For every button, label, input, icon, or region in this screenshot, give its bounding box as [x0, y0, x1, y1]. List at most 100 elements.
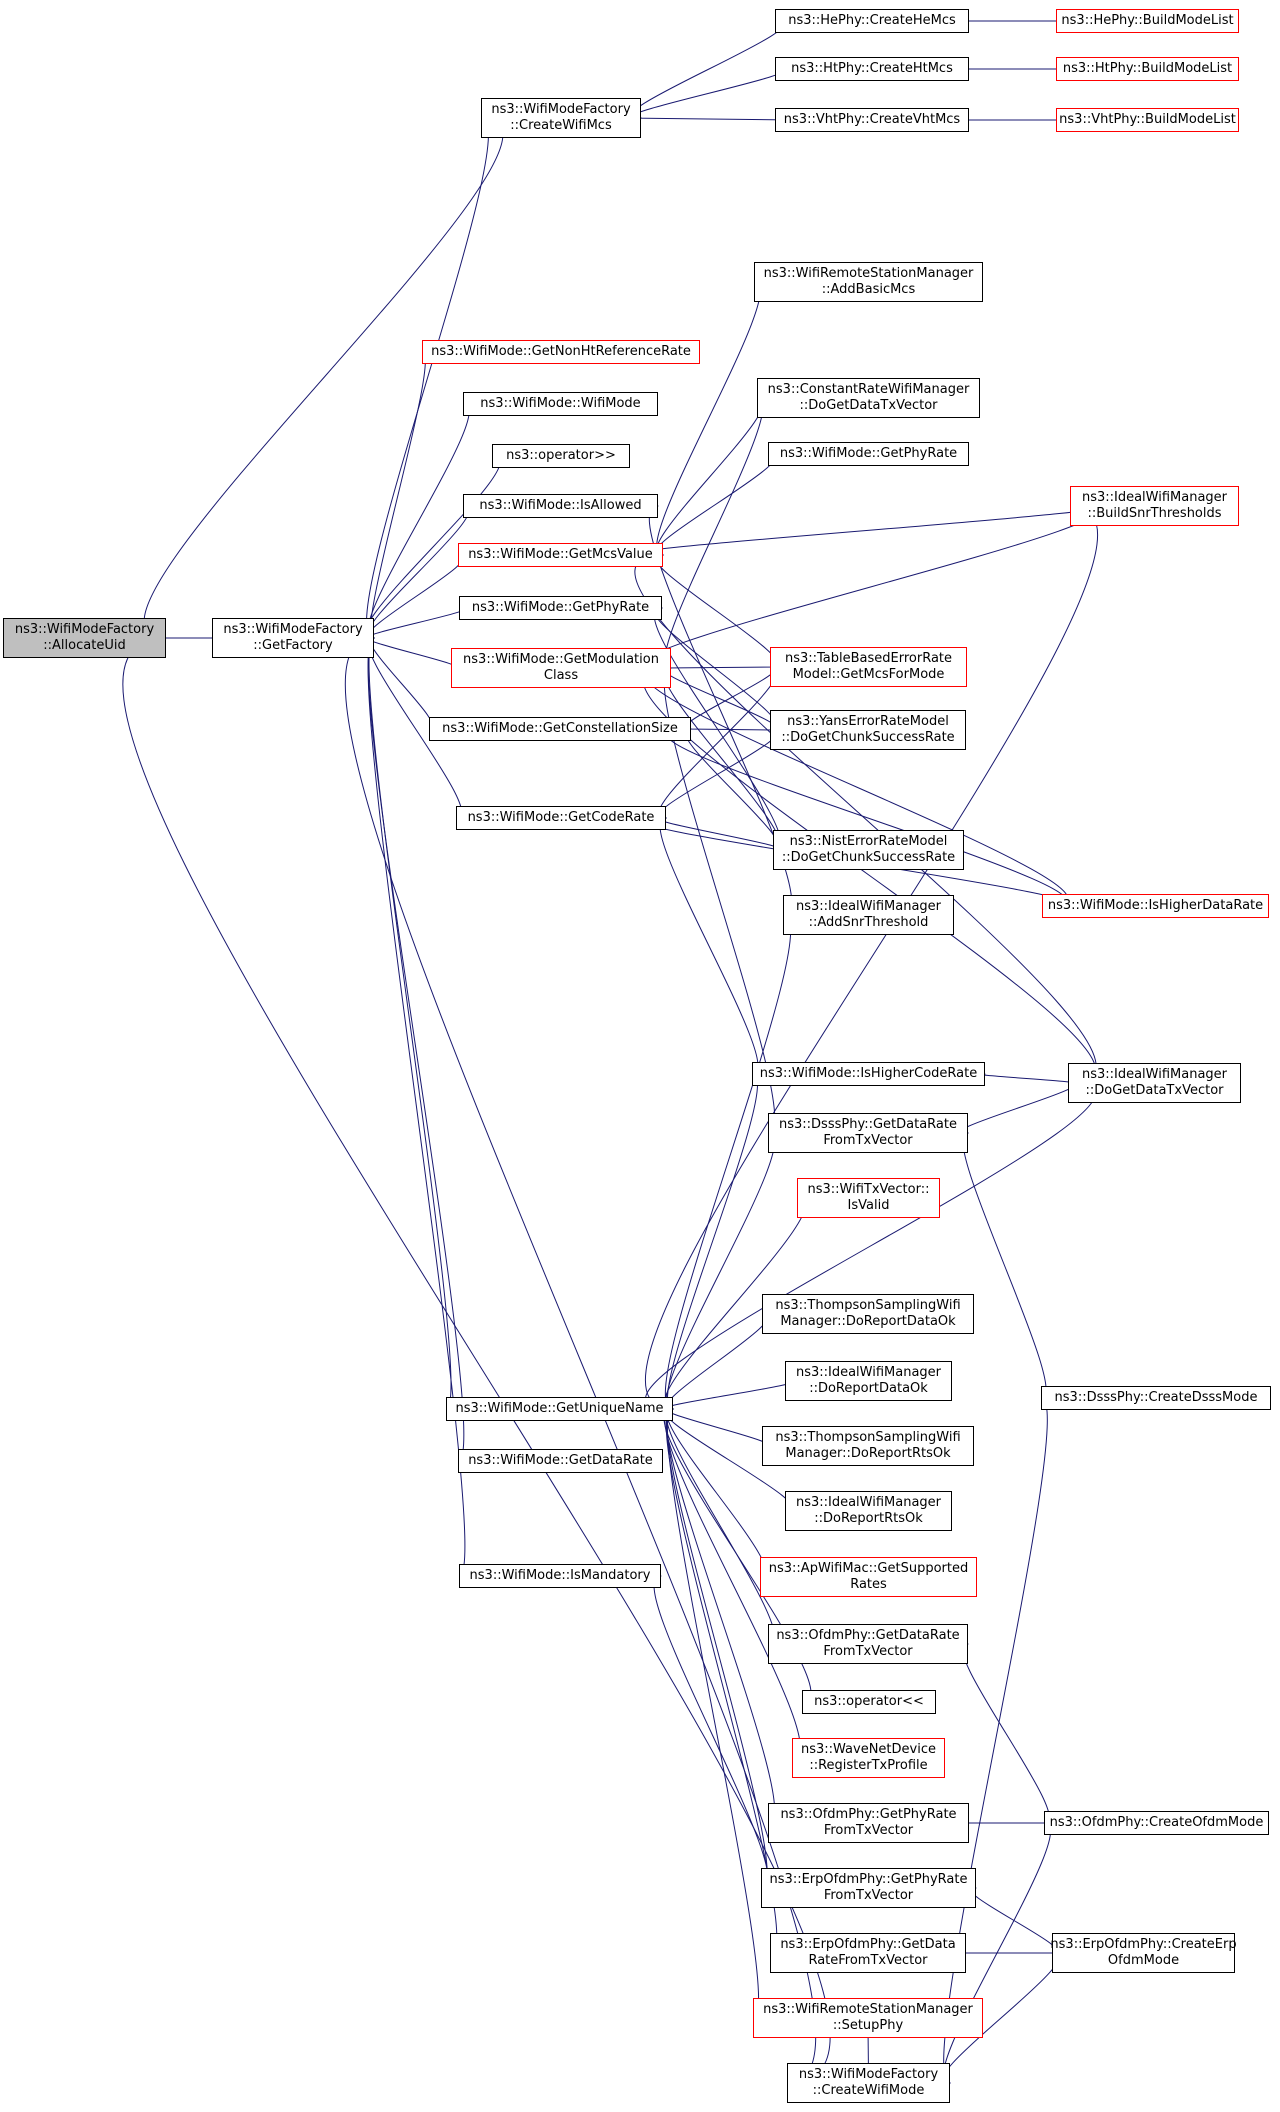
- graph-node-getconst[interactable]: ns3::WifiMode::GetConstellationSize: [429, 717, 691, 741]
- graph-node-tablebased[interactable]: ns3::TableBasedErrorRate Model::GetMcsFo…: [770, 647, 967, 687]
- graph-edge-ishighercoderate-to-getcoderate: [656, 814, 759, 1075]
- graph-node-hephy_build[interactable]: ns3::HePhy::BuildModeList: [1056, 9, 1239, 33]
- graph-node-createerp[interactable]: ns3::ErpOfdmPhy::CreateErp OfdmMode: [1050, 1933, 1237, 1973]
- graph-edge-addbasicmcs-to-getmcsvalue: [653, 281, 761, 559]
- graph-node-label: ns3::HePhy::BuildModeList: [1061, 13, 1234, 28]
- graph-edge-createwifimcs-to-allocate: [143, 117, 504, 642]
- graph-node-label: ns3::WifiMode::GetConstellationSize: [442, 721, 678, 736]
- graph-node-label: ns3::WifiMode::WifiMode: [480, 396, 641, 411]
- graph-node-label: ns3::WifiMode::IsHigherDataRate: [1047, 898, 1264, 913]
- graph-node-label: ns3::WifiRemoteStationManager ::SetupPhy: [763, 2002, 973, 2033]
- graph-node-allocate: ns3::WifiModeFactory ::AllocateUid: [3, 618, 166, 658]
- graph-edge-createwifimcs-to-getfactory: [364, 117, 489, 642]
- graph-node-addsnr[interactable]: ns3::IdealWifiManager ::AddSnrThreshold: [783, 895, 954, 935]
- graph-node-label: ns3::OfdmPhy::GetPhyRate FromTxVector: [780, 1807, 957, 1838]
- graph-node-ismandatory[interactable]: ns3::WifiMode::IsMandatory: [459, 1564, 661, 1588]
- graph-node-label: ns3::HePhy::CreateHeMcs: [788, 13, 956, 28]
- graph-edge-erp_getphyrate-to-ismandatory: [651, 1572, 769, 1889]
- graph-edge-htphy_createhtmcs-to-createwifimcs: [631, 68, 785, 122]
- graph-node-label: ns3::IdealWifiManager ::AddSnrThreshold: [795, 899, 942, 930]
- graph-node-label: ns3::IdealWifiManager ::BuildSnrThreshol…: [1081, 490, 1228, 521]
- graph-edge-ideal_dogetdata-to-ishighercoderate: [975, 1070, 1075, 1084]
- graph-node-txvector_isvalid[interactable]: ns3::WifiTxVector:: IsValid: [797, 1178, 940, 1218]
- graph-node-getuniquename[interactable]: ns3::WifiMode::GetUniqueName: [446, 1397, 673, 1421]
- graph-node-label: ns3::IdealWifiManager ::DoGetDataTxVecto…: [1081, 1067, 1228, 1098]
- graph-node-ideal_dogetdata[interactable]: ns3::IdealWifiManager ::DoGetDataTxVecto…: [1068, 1063, 1241, 1103]
- graph-node-label: ns3::WifiModeFactory ::CreateWifiMcs: [491, 102, 631, 133]
- graph-node-label: ns3::ConstantRateWifiManager ::DoGetData…: [767, 382, 970, 413]
- graph-node-addbasicmcs[interactable]: ns3::WifiRemoteStationManager ::AddBasic…: [754, 262, 983, 302]
- graph-node-getfactory[interactable]: ns3::WifiModeFactory ::GetFactory: [212, 618, 374, 658]
- graph-edge-getdatarate-to-getfactory: [364, 634, 465, 1462]
- graph-node-label: ns3::WifiTxVector:: IsValid: [807, 1182, 930, 1213]
- graph-node-mode_getphyrate2[interactable]: ns3::WifiMode::GetPhyRate: [768, 442, 969, 466]
- graph-node-label: ns3::WifiMode::GetCodeRate: [467, 810, 655, 825]
- graph-edge-erp_getdatarate-to-getuniquename: [663, 1405, 778, 1954]
- graph-node-wifimode[interactable]: ns3::WifiMode::WifiMode: [463, 392, 658, 416]
- graph-edge-nist-to-getcoderate: [656, 814, 781, 851]
- graph-edge-getuniquename-to-getfactory: [364, 634, 452, 1410]
- graph-node-ishigherdatarate[interactable]: ns3::WifiMode::IsHigherDataRate: [1042, 894, 1269, 918]
- graph-node-label: ns3::HtPhy::CreateHtMcs: [791, 61, 953, 76]
- graph-node-htphy_build[interactable]: ns3::HtPhy::BuildModeList: [1056, 57, 1239, 81]
- graph-node-label: ns3::WifiModeFactory ::GetFactory: [223, 622, 363, 653]
- graph-node-label: ns3::ThompsonSamplingWifi Manager::DoRep…: [775, 1298, 961, 1329]
- graph-node-thompson_dataok[interactable]: ns3::ThompsonSamplingWifi Manager::DoRep…: [762, 1294, 974, 1334]
- graph-edge-vhtphy_createvhtmcs-to-createwifimcs: [631, 114, 785, 123]
- graph-node-getmodclass[interactable]: ns3::WifiMode::GetModulation Class: [451, 648, 671, 688]
- graph-node-label: ns3::WifiMode::IsMandatory: [469, 1568, 651, 1583]
- graph-node-buildsnr[interactable]: ns3::IdealWifiManager ::BuildSnrThreshol…: [1070, 486, 1239, 526]
- graph-edge-ishighercoderate-to-getuniquename: [663, 1073, 758, 1413]
- graph-node-wavenet[interactable]: ns3::WaveNetDevice ::RegisterTxProfile: [792, 1738, 945, 1778]
- graph-node-ofdm_getdatarate[interactable]: ns3::OfdmPhy::GetDataRate FromTxVector: [768, 1624, 968, 1664]
- graph-node-label: ns3::DsssPhy::CreateDsssMode: [1054, 1390, 1258, 1405]
- graph-node-createofdm[interactable]: ns3::OfdmPhy::CreateOfdmMode: [1044, 1811, 1269, 1835]
- graph-node-setupphy[interactable]: ns3::WifiRemoteStationManager ::SetupPhy: [753, 1998, 983, 2038]
- graph-node-constrate[interactable]: ns3::ConstantRateWifiManager ::DoGetData…: [757, 378, 980, 418]
- graph-node-getmcsvalue[interactable]: ns3::WifiMode::GetMcsValue: [458, 543, 663, 567]
- graph-node-ideal_dataok[interactable]: ns3::IdealWifiManager ::DoReportDataOk: [785, 1361, 952, 1401]
- graph-node-label: ns3::WifiModeFactory ::CreateWifiMode: [798, 2067, 939, 2098]
- graph-node-createdsss[interactable]: ns3::DsssPhy::CreateDsssMode: [1041, 1386, 1271, 1410]
- graph-node-getphyrate[interactable]: ns3::WifiMode::GetPhyRate: [459, 596, 662, 620]
- graph-node-getcoderate[interactable]: ns3::WifiMode::GetCodeRate: [456, 806, 666, 830]
- graph-node-getdatarate[interactable]: ns3::WifiMode::GetDataRate: [458, 1449, 663, 1473]
- graph-node-label: ns3::ErpOfdmPhy::GetPhyRate FromTxVector: [769, 1872, 968, 1903]
- graph-node-ishighercoderate[interactable]: ns3::WifiMode::IsHigherCodeRate: [752, 1062, 985, 1086]
- graph-node-ofdm_getphyrate[interactable]: ns3::OfdmPhy::GetPhyRate FromTxVector: [768, 1803, 969, 1843]
- graph-node-label: ns3::VhtPhy::CreateVhtMcs: [783, 112, 961, 127]
- graph-node-thompson_rtsok[interactable]: ns3::ThompsonSamplingWifi Manager::DoRep…: [762, 1426, 974, 1466]
- graph-node-isallowed[interactable]: ns3::WifiMode::IsAllowed: [463, 494, 658, 518]
- graph-node-apwifimac[interactable]: ns3::ApWifiMac::GetSupported Rates: [760, 1557, 977, 1597]
- graph-node-label: ns3::HtPhy::BuildModeList: [1062, 61, 1233, 76]
- graph-node-label: ns3::WifiMode::IsHigherCodeRate: [759, 1066, 978, 1081]
- graph-node-createwifimcs[interactable]: ns3::WifiModeFactory ::CreateWifiMcs: [481, 98, 641, 138]
- graph-node-label: ns3::ErpOfdmPhy::CreateErp OfdmMode: [1050, 1937, 1237, 1968]
- graph-node-dsss_getdatarate[interactable]: ns3::DsssPhy::GetDataRate FromTxVector: [768, 1113, 968, 1153]
- graph-edge-buildsnr-to-getmcsvalue: [634, 505, 1099, 559]
- graph-edge-erp_getphyrate-to-getuniquename: [663, 1405, 768, 1889]
- graph-node-label: ns3::WifiMode::GetNonHtReferenceRate: [431, 344, 691, 359]
- graph-node-yans[interactable]: ns3::YansErrorRateModel ::DoGetChunkSucc…: [770, 710, 966, 750]
- graph-node-erp_getphyrate[interactable]: ns3::ErpOfdmPhy::GetPhyRate FromTxVector: [761, 1868, 976, 1908]
- graph-node-label: ns3::OfdmPhy::CreateOfdmMode: [1049, 1815, 1264, 1830]
- graph-node-getnonht[interactable]: ns3::WifiMode::GetNonHtReferenceRate: [422, 340, 700, 364]
- graph-node-label: ns3::IdealWifiManager ::DoReportDataOk: [795, 1365, 942, 1396]
- graph-node-erp_getdatarate[interactable]: ns3::ErpOfdmPhy::GetData RateFromTxVecto…: [770, 1933, 966, 1973]
- graph-node-ideal_rtsok[interactable]: ns3::IdealWifiManager ::DoReportRtsOk: [785, 1491, 952, 1531]
- graph-node-label: ns3::operator>>: [506, 448, 616, 463]
- graph-edge-dsss_getdatarate-to-getmodclass: [661, 664, 776, 1134]
- graph-node-hephy_createhemcs[interactable]: ns3::HePhy::CreateHeMcs: [775, 9, 969, 33]
- graph-edge-ideal_dogetdata-to-dsss_getdatarate: [958, 1082, 1076, 1137]
- graph-edge-ideal_dogetdata-to-getmodclass: [643, 664, 1096, 1084]
- graph-node-createwifimode[interactable]: ns3::WifiModeFactory ::CreateWifiMode: [787, 2063, 950, 2103]
- graph-node-opshl[interactable]: ns3::operator<<: [802, 1690, 936, 1714]
- graph-node-opshr[interactable]: ns3::operator>>: [492, 444, 630, 468]
- graph-edge-constrate-to-getmcsvalue: [653, 397, 765, 559]
- graph-node-htphy_createhtmcs[interactable]: ns3::HtPhy::CreateHtMcs: [775, 57, 969, 81]
- graph-node-label: ns3::operator<<: [814, 1694, 924, 1709]
- graph-node-vhtphy_createvhtmcs[interactable]: ns3::VhtPhy::CreateVhtMcs: [775, 108, 969, 132]
- graph-node-nist[interactable]: ns3::NistErrorRateModel ::DoGetChunkSucc…: [773, 830, 964, 870]
- graph-node-vhtphy_build[interactable]: ns3::VhtPhy::BuildModeList: [1056, 108, 1239, 132]
- graph-node-label: ns3::WifiMode::IsAllowed: [479, 498, 642, 513]
